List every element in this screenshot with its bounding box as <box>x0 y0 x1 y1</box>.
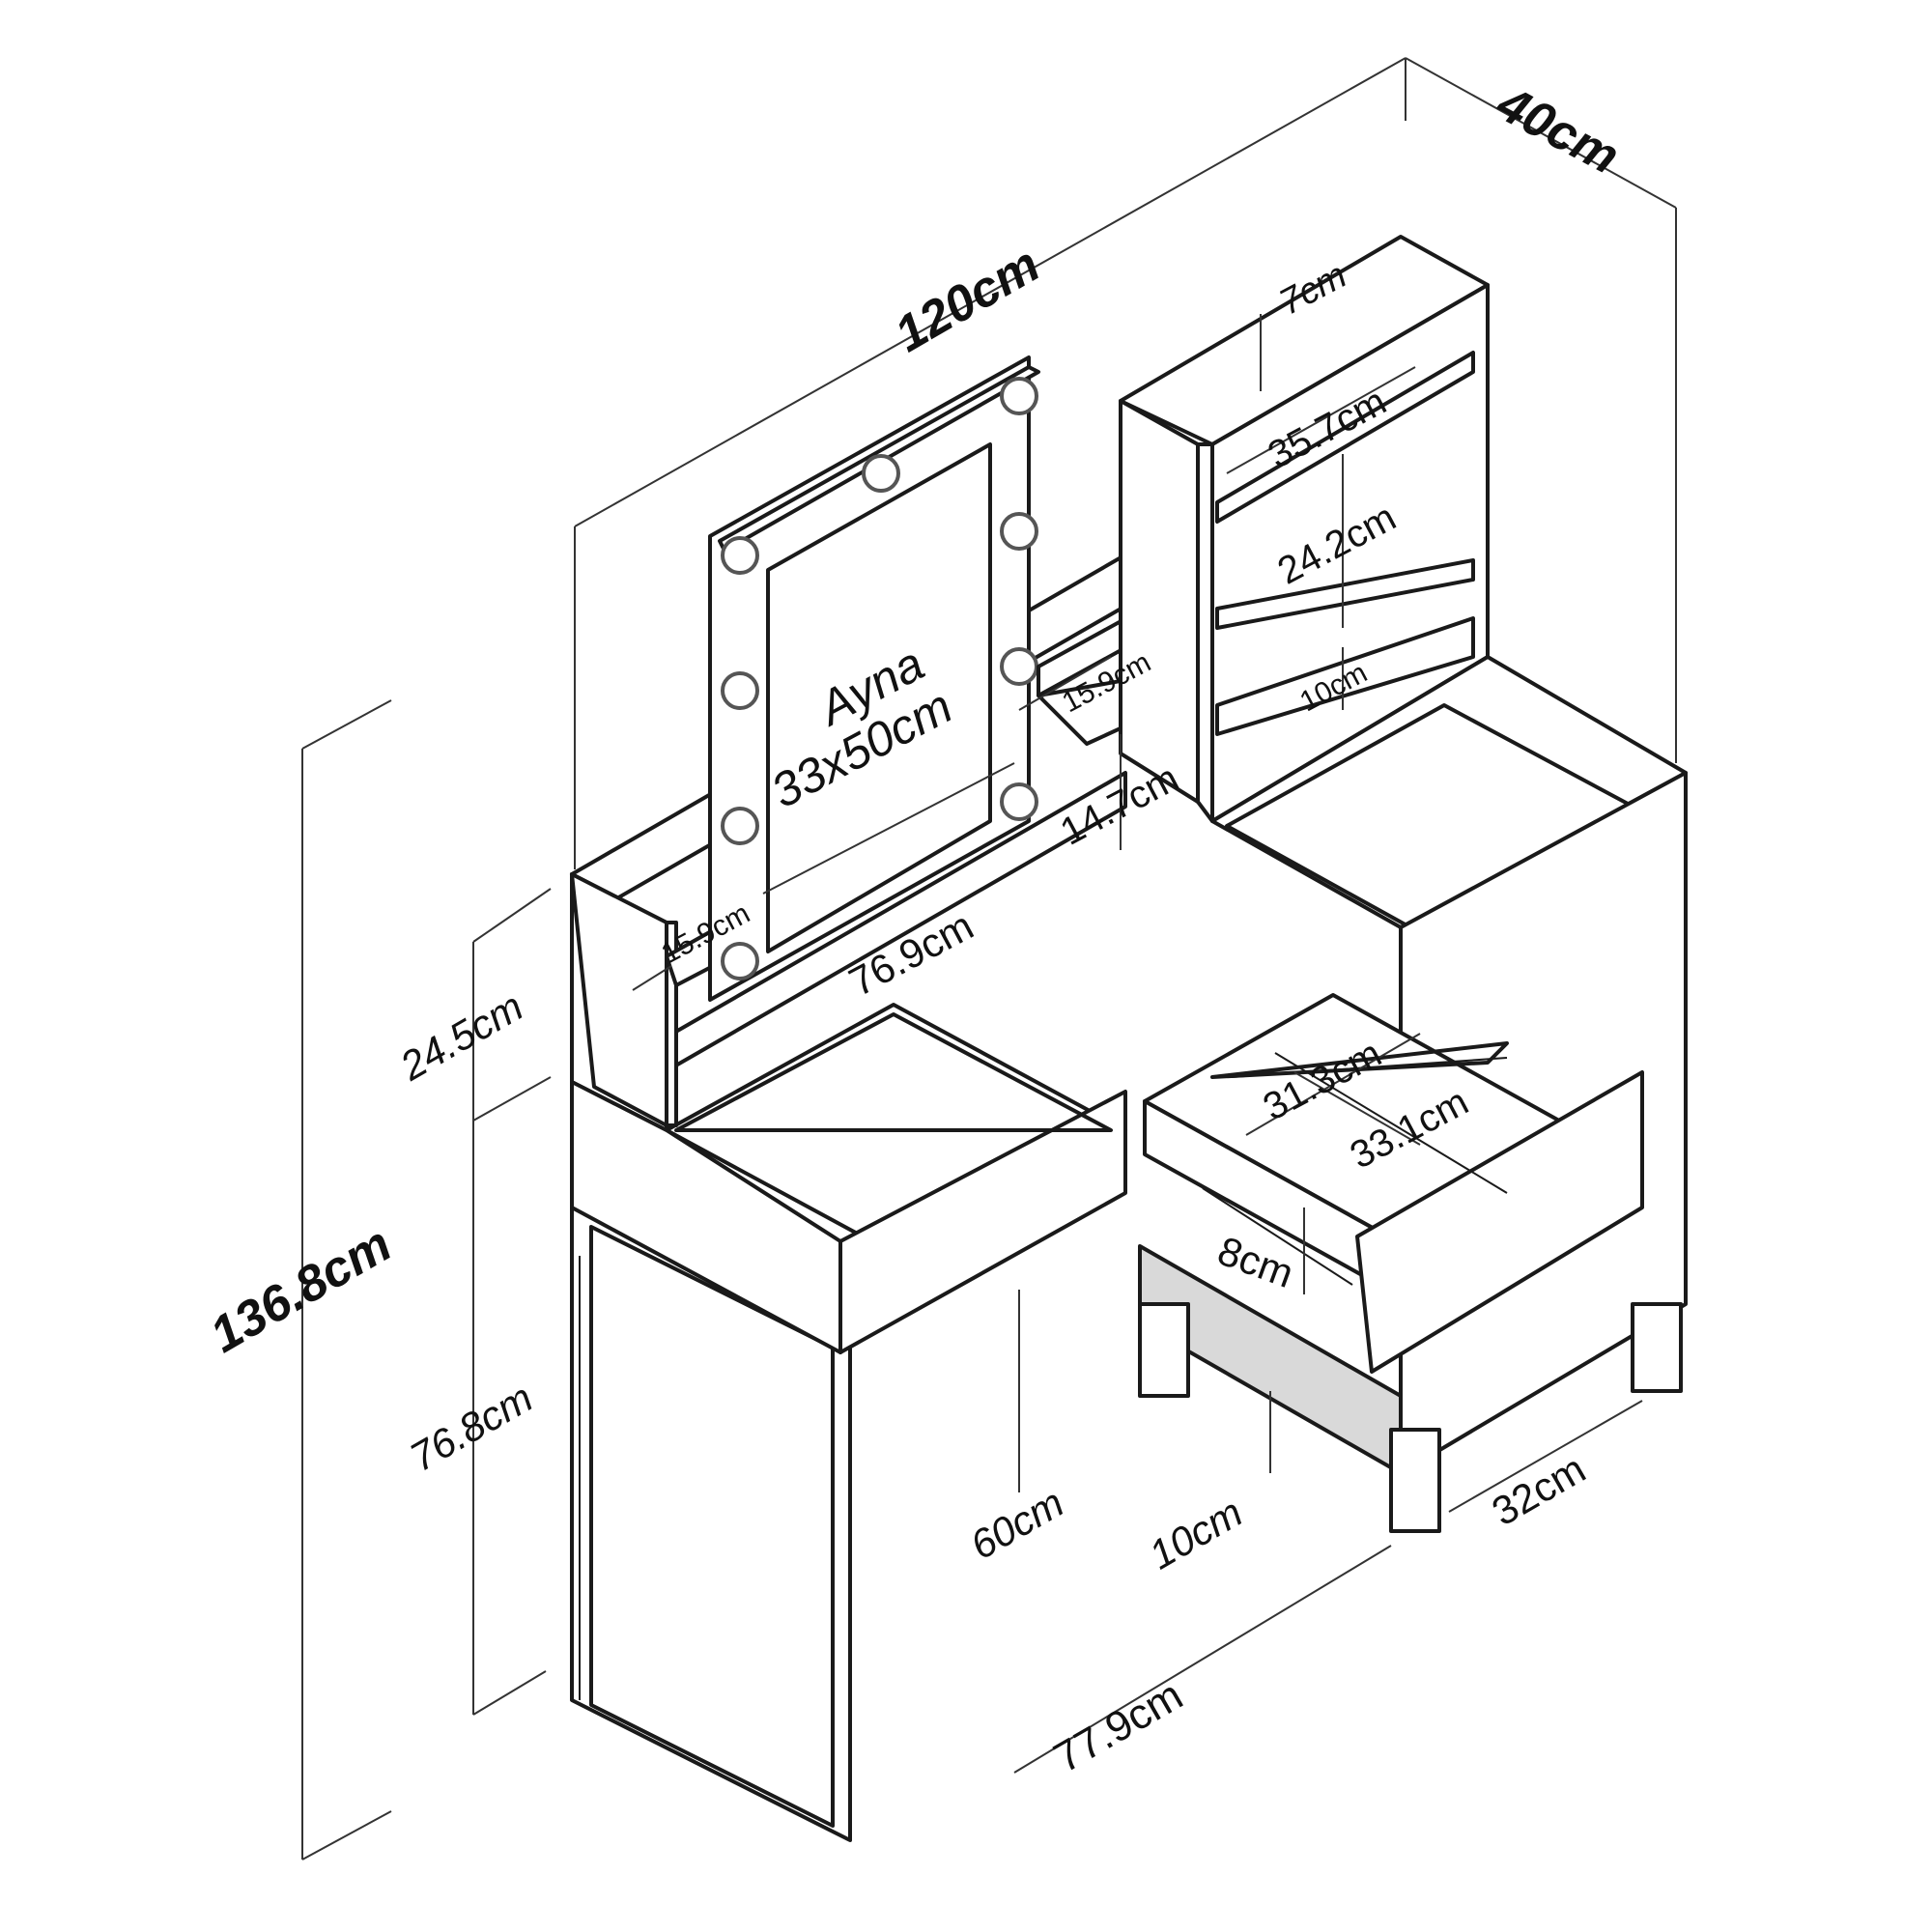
mirror-bulb-icon <box>721 942 759 980</box>
front-width-label: 77.9cm <box>1046 1671 1190 1782</box>
width-total-label: 120cm <box>886 237 1049 363</box>
leg-clearance-height-label: 60cm <box>963 1479 1071 1568</box>
top-unit-height-label: 24.5cm <box>391 983 530 1090</box>
small-shelf-gap-label: 14.7cm <box>1054 756 1185 853</box>
depth-total-label: 40cm <box>1488 75 1629 185</box>
mirror-bulb-icon <box>721 536 759 575</box>
mirror-bulb-icon <box>1000 512 1038 551</box>
shelf-tower <box>1119 235 1490 823</box>
cabinet-leg-height-label: 10cm <box>1142 1489 1250 1577</box>
mirror-bulb-icon <box>1000 647 1038 686</box>
leg <box>1631 1302 1683 1393</box>
cabinet-depth-label: 32cm <box>1485 1445 1593 1534</box>
open-drawer <box>1143 993 1644 1374</box>
mirror-bulb-icon <box>721 671 759 710</box>
mirror-bulb-icon <box>721 807 759 845</box>
height-total-label: 136.8cm <box>201 1216 401 1364</box>
overall-dimension-lines <box>301 57 1677 1861</box>
table-height-label: 76.8cm <box>402 1375 540 1481</box>
mirror-bulb-icon <box>1000 782 1038 821</box>
mirror-bulb-icon <box>862 454 900 493</box>
mirror-bulb-icon <box>1000 377 1038 415</box>
mirror: Ayna 33x50cm <box>708 355 1040 1002</box>
drawer-height-label: 8cm <box>1212 1228 1300 1296</box>
leg <box>1389 1428 1441 1533</box>
leg <box>1138 1302 1190 1398</box>
detail-dimension-lines <box>632 314 1643 1774</box>
